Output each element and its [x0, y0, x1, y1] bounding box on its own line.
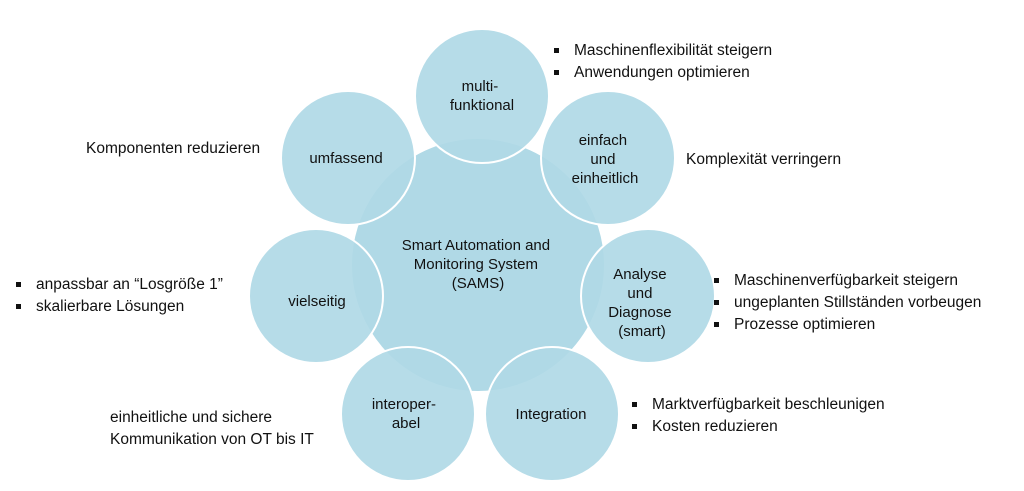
label-line: interoper-	[372, 396, 436, 413]
bullet-item: Marktverfügbarkeit beschleunigen	[630, 394, 885, 416]
bullet-item: Anwendungen optimieren	[552, 62, 772, 84]
annotation-interoperabel: einheitliche und sichere Kommunikation v…	[110, 407, 314, 451]
bullet-item: Maschinenverfügbarkeit steigern	[712, 270, 981, 292]
bullet-item: Kosten reduzieren	[630, 416, 885, 438]
label-line: abel	[392, 415, 420, 432]
bullet-item: anpassbar an “Losgröße 1”	[14, 274, 223, 296]
annotation-line: einheitliche und sichere	[110, 409, 272, 426]
label-line: umfassend	[309, 150, 382, 167]
bullet-item: skalierbare Lösungen	[14, 296, 223, 318]
label-line: multi-	[462, 78, 499, 95]
label-line: (smart)	[618, 323, 666, 340]
label-umfassend: umfassend	[309, 150, 382, 167]
circle-multifunktional	[414, 28, 550, 164]
bullet-item: Maschinenflexibilität steigern	[552, 40, 772, 62]
label-line: und	[590, 151, 615, 168]
label-line: und	[627, 285, 652, 302]
bullet-item: Prozesse optimieren	[712, 314, 981, 336]
label-line: vielseitig	[288, 293, 346, 310]
circle-analyse	[580, 228, 716, 364]
annotation-integration: Marktverfügbarkeit beschleunigen Kosten …	[630, 394, 885, 438]
circle-vielseitig	[248, 228, 384, 364]
circle-interoperabel	[340, 346, 476, 482]
label-interoperabel: interoper- abel	[372, 396, 440, 432]
center-label-line: Smart Automation and	[402, 237, 550, 254]
annotation-analyse: Maschinenverfügbarkeit steigern ungeplan…	[712, 270, 981, 336]
annotation-umfassend: Komponenten reduzieren	[86, 138, 260, 160]
annotation-text: Komponenten reduzieren	[86, 140, 261, 157]
label-line: Integration	[516, 406, 587, 423]
center-label-line: (SAMS)	[452, 275, 505, 292]
label-vielseitig: vielseitig	[288, 293, 346, 310]
label-line: Analyse	[613, 266, 666, 283]
annotation-multifunktional: Maschinenflexibilität steigern Anwendung…	[552, 40, 772, 84]
bullet-item: ungeplanten Stillständen vorbeugen	[712, 292, 981, 314]
label-multifunktional: multi- funktional	[450, 78, 514, 114]
label-line: einfach	[579, 132, 627, 149]
label-einfach: einfach und einheitlich	[572, 132, 639, 187]
label-line: funktional	[450, 97, 514, 114]
center-label-line: Monitoring System	[414, 256, 538, 273]
label-line: Diagnose	[608, 304, 671, 321]
circle-umfassend	[280, 90, 416, 226]
label-analyse: Analyse und Diagnose (smart)	[608, 266, 676, 340]
circle-integration	[484, 346, 620, 482]
annotation-einfach: Komplexität verringern	[686, 149, 841, 171]
annotation-text: Komplexität verringern	[686, 151, 842, 168]
circle-einfach	[540, 90, 676, 226]
annotation-line: Kommunikation von OT bis IT	[110, 431, 314, 448]
label-line: einheitlich	[572, 170, 639, 187]
label-integration: Integration	[516, 406, 587, 423]
center-label: Smart Automation and Monitoring System (…	[402, 237, 555, 292]
annotation-vielseitig: anpassbar an “Losgröße 1” skalierbare Lö…	[14, 274, 223, 318]
